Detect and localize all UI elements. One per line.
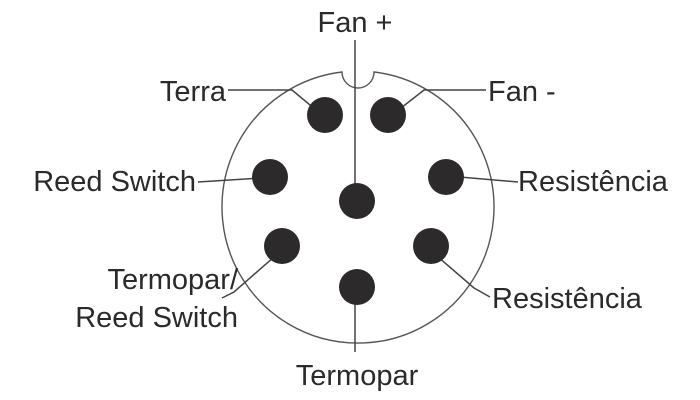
leader-fan-minus	[400, 89, 486, 109]
label-fan-minus: Fan -	[488, 76, 556, 108]
pin-resistencia-upper	[428, 159, 464, 195]
pin-terra	[307, 97, 343, 133]
label-terra: Terra	[160, 76, 227, 108]
label-resistencia-upper: Resistência	[518, 166, 669, 198]
label-termopar-reed-switch-line2: Reed Switch	[75, 302, 238, 334]
leader-termopar-reed-switch	[221, 249, 283, 299]
leader-terra	[228, 89, 317, 111]
pin-reed-switch	[252, 159, 288, 195]
label-fan-plus: Fan +	[318, 7, 393, 39]
label-termopar: Termopar	[296, 360, 419, 392]
label-termopar-reed-switch-line1: Termopar/	[107, 264, 238, 296]
leader-reed-switch	[197, 177, 261, 183]
leader-resistencia-lower	[429, 249, 491, 298]
pin-resistencia-lower	[413, 228, 449, 264]
pin-fan-plus	[339, 183, 375, 219]
label-reed-switch: Reed Switch	[33, 166, 196, 198]
pin-termopar	[339, 269, 375, 305]
label-resistencia-lower: Resistência	[492, 283, 643, 315]
pin-termopar-reed-switch	[264, 228, 300, 264]
pin-fan-minus	[370, 97, 406, 133]
